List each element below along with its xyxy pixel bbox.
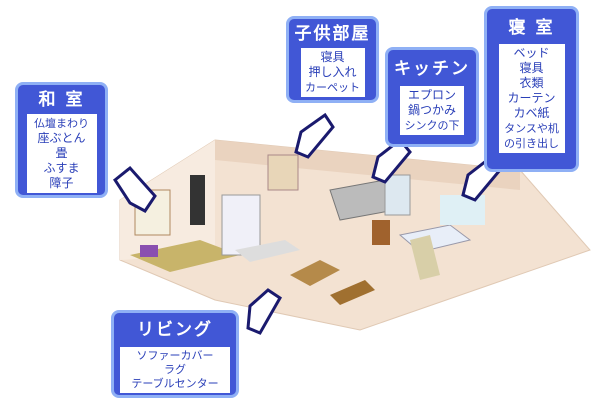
- list-item: 衣類: [519, 76, 544, 90]
- room-box-kodomo[interactable]: 子供部屋 寝具 押し入れ カーペット: [286, 16, 379, 103]
- room-title: リビング: [137, 320, 213, 340]
- sofa: [410, 235, 440, 280]
- tv-stand: [330, 280, 375, 305]
- list-item: エプロン: [407, 88, 456, 102]
- hand-pointer-icon: [112, 112, 502, 335]
- list-item: テーブルセンター: [131, 377, 219, 390]
- list-item: の引き出し: [504, 137, 559, 150]
- list-item: 寝具: [519, 61, 544, 75]
- low-shelf: [290, 260, 340, 286]
- list-item: 畳: [55, 146, 68, 160]
- item-list: エプロン 鍋つかみ シンクの下: [400, 86, 464, 135]
- list-item: ベッド: [513, 46, 550, 60]
- sliding-door: [221, 194, 261, 256]
- cabinet: [372, 220, 390, 245]
- list-item: カーペット: [305, 81, 360, 94]
- tatami: [130, 240, 240, 272]
- room-title: 和 室: [38, 90, 85, 110]
- window: [384, 174, 411, 216]
- dining-table: [235, 240, 300, 262]
- item-list: ベッド 寝具 衣類 カーテン カベ紙 タンスや机 の引き出し: [498, 44, 565, 153]
- bedroom-window: [440, 195, 485, 225]
- room-box-kitchen[interactable]: キッチン エプロン 鍋つかみ シンクの下: [385, 47, 479, 147]
- crib: [267, 154, 299, 191]
- list-item: ラグ: [164, 363, 186, 376]
- list-item: 仏壇まわり: [34, 117, 89, 130]
- list-item: 押し入れ: [308, 65, 357, 79]
- item-list: 仏壇まわり 座ぶとん 畳 ふすま 障子: [26, 114, 97, 193]
- room-box-living[interactable]: リビング ソファーカバー ラグ テーブルセンター: [111, 310, 239, 398]
- list-item: 寝具: [320, 50, 345, 64]
- list-item: カーテン: [507, 91, 556, 105]
- cushion: [140, 245, 158, 257]
- room-title: 子供部屋: [294, 24, 371, 44]
- list-item: シンクの下: [404, 119, 460, 132]
- room-box-washitsu[interactable]: 和 室 仏壇まわり 座ぶとん 畳 ふすま 障子: [15, 82, 108, 198]
- list-item: 障子: [49, 176, 74, 190]
- item-list: ソファーカバー ラグ テーブルセンター: [120, 347, 230, 393]
- list-item: 鍋つかみ: [407, 103, 456, 117]
- room-title: キッチン: [394, 59, 470, 79]
- list-item: ふすま: [43, 161, 80, 175]
- room-title: 寝 室: [508, 18, 555, 38]
- list-item: ソファーカバー: [136, 349, 214, 362]
- item-list: 寝具 押し入れ カーペット: [300, 48, 365, 97]
- list-item: タンスや机: [504, 122, 559, 135]
- wardrobe: [190, 175, 205, 225]
- list-item: カベ紙: [513, 106, 550, 120]
- room-box-shinshitsu[interactable]: 寝 室 ベッド 寝具 衣類 カーテン カベ紙 タンスや机 の引き出し: [484, 6, 579, 172]
- list-item: 座ぶとん: [37, 131, 86, 145]
